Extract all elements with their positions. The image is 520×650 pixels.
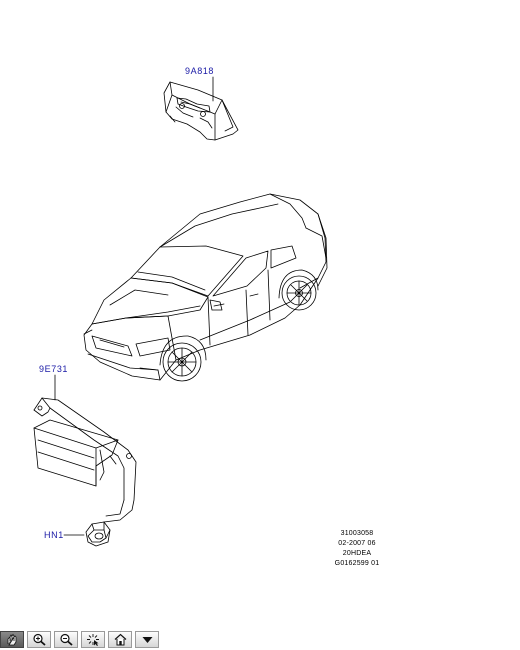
zoom-out-button[interactable] [54,631,78,648]
nut-hn1-drawing [63,521,111,547]
callout-hn1[interactable]: HN1 [44,530,64,540]
reference-block: 31003058 02-2007 06 20HDEA G0162599 01 [326,529,388,569]
callout-9e731[interactable]: 9E731 [39,364,69,374]
home-button[interactable] [108,631,132,648]
pan-icon [7,633,16,646]
zoom-in-button[interactable] [27,631,51,648]
ref-line-2: 02-2007 06 [338,540,376,547]
dropdown-button[interactable] [135,631,159,648]
zoom-in-icon [32,633,46,646]
vehicle-drawing [83,193,328,382]
select-button[interactable] [81,631,105,648]
dropdown-icon [142,637,152,643]
select-icon [86,634,99,646]
callout-9a818[interactable]: 9A818 [185,66,215,76]
parts-diagram [33,76,328,547]
zoom-out-icon [59,633,73,646]
module-9e731-drawing [33,374,137,523]
pan-button[interactable] [0,631,24,648]
ref-line-4: G0162599 01 [334,560,380,567]
ref-line-1: 31003058 [340,530,374,537]
module-9a818-drawing [163,76,239,141]
home-icon [114,633,126,646]
ref-line-3: 20HDEA [342,550,372,557]
viewer-toolbar [0,631,162,650]
